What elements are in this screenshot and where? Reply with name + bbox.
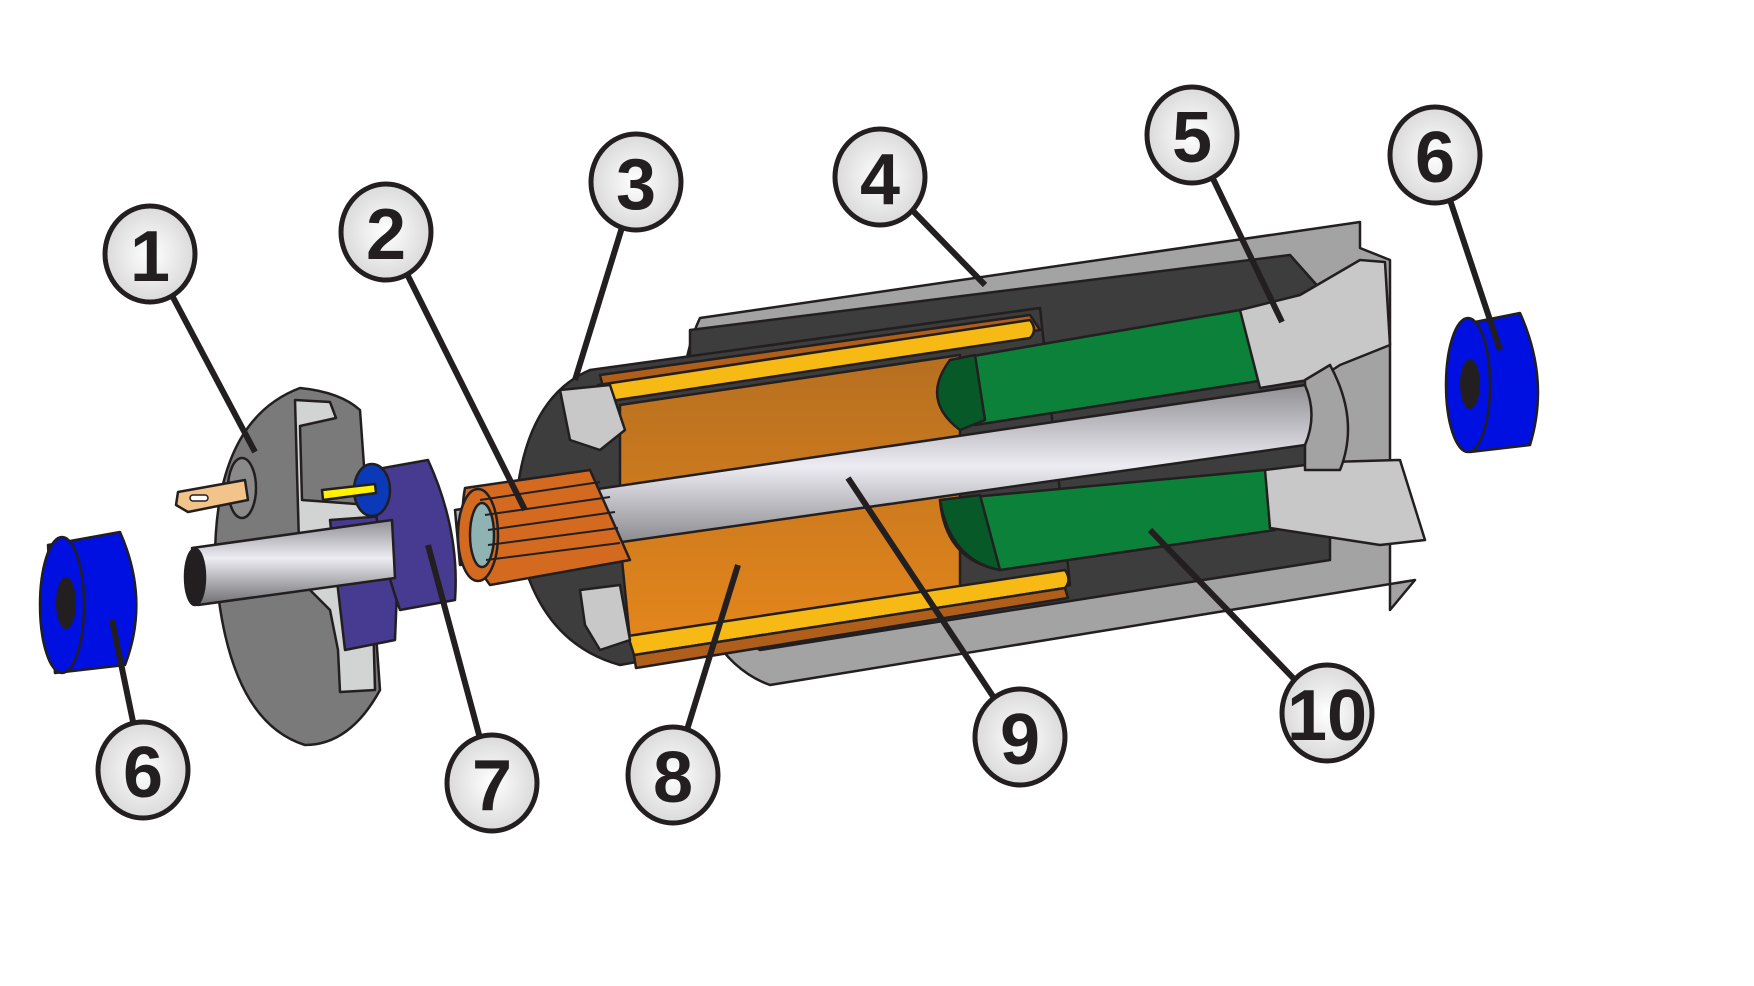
rotor-windings xyxy=(935,308,1277,572)
callout-number: 1 xyxy=(130,217,170,297)
leader-line xyxy=(683,564,741,733)
leader-line xyxy=(425,544,484,741)
shaft-main xyxy=(453,383,1313,567)
callout-circle xyxy=(1279,662,1375,764)
callout-number: 6 xyxy=(123,733,163,813)
callout-number: 10 xyxy=(1287,676,1367,756)
callout-number: 7 xyxy=(472,746,512,826)
callout-c3: 3 xyxy=(572,131,684,381)
callout-circle xyxy=(338,181,434,283)
commutator xyxy=(456,468,632,587)
callout-c7: 7 xyxy=(425,544,540,834)
callout-c6b: 6 xyxy=(95,619,191,821)
leader-line xyxy=(845,476,998,702)
callout-c2: 2 xyxy=(338,181,528,512)
callout-c9: 9 xyxy=(845,476,1068,788)
callout-c6a: 6 xyxy=(1387,104,1503,351)
callout-c10: 10 xyxy=(1147,527,1375,764)
callout-c4: 4 xyxy=(832,126,988,288)
callout-circle xyxy=(832,126,928,228)
callout-circle xyxy=(102,203,198,305)
callout-number: 8 xyxy=(653,738,693,818)
leader-line xyxy=(109,619,137,727)
bearing-left xyxy=(38,530,138,675)
callout-circle xyxy=(588,131,684,233)
callout-c8: 8 xyxy=(625,564,741,826)
leader-line xyxy=(1208,174,1285,324)
callout-circle xyxy=(625,724,721,826)
shaft-left xyxy=(183,518,397,607)
callout-number: 3 xyxy=(616,145,656,225)
callout-number: 4 xyxy=(860,140,900,220)
callout-circle xyxy=(444,732,540,834)
callout-c1: 1 xyxy=(102,203,258,454)
callout-number: 5 xyxy=(1172,98,1212,178)
leader-line xyxy=(909,207,988,288)
callout-circle xyxy=(1144,84,1240,186)
callout-circle xyxy=(972,686,1068,788)
leader-line xyxy=(1147,527,1298,683)
callout-number: 2 xyxy=(366,195,406,275)
leader-line xyxy=(403,270,528,512)
end-bell xyxy=(1238,258,1427,547)
leader-line xyxy=(1446,196,1503,351)
callout-number: 9 xyxy=(1000,700,1040,780)
callout-c5: 5 xyxy=(1144,84,1285,324)
callout-circle xyxy=(95,719,191,821)
leader-line xyxy=(168,292,258,454)
leader-line xyxy=(572,224,626,381)
callout-layer: 1 2 3 4 5 6 6 7 8 9 10 xyxy=(95,84,1503,834)
bearing-right xyxy=(1444,311,1540,454)
callout-number: 6 xyxy=(1415,118,1455,198)
callout-circle xyxy=(1387,104,1483,206)
